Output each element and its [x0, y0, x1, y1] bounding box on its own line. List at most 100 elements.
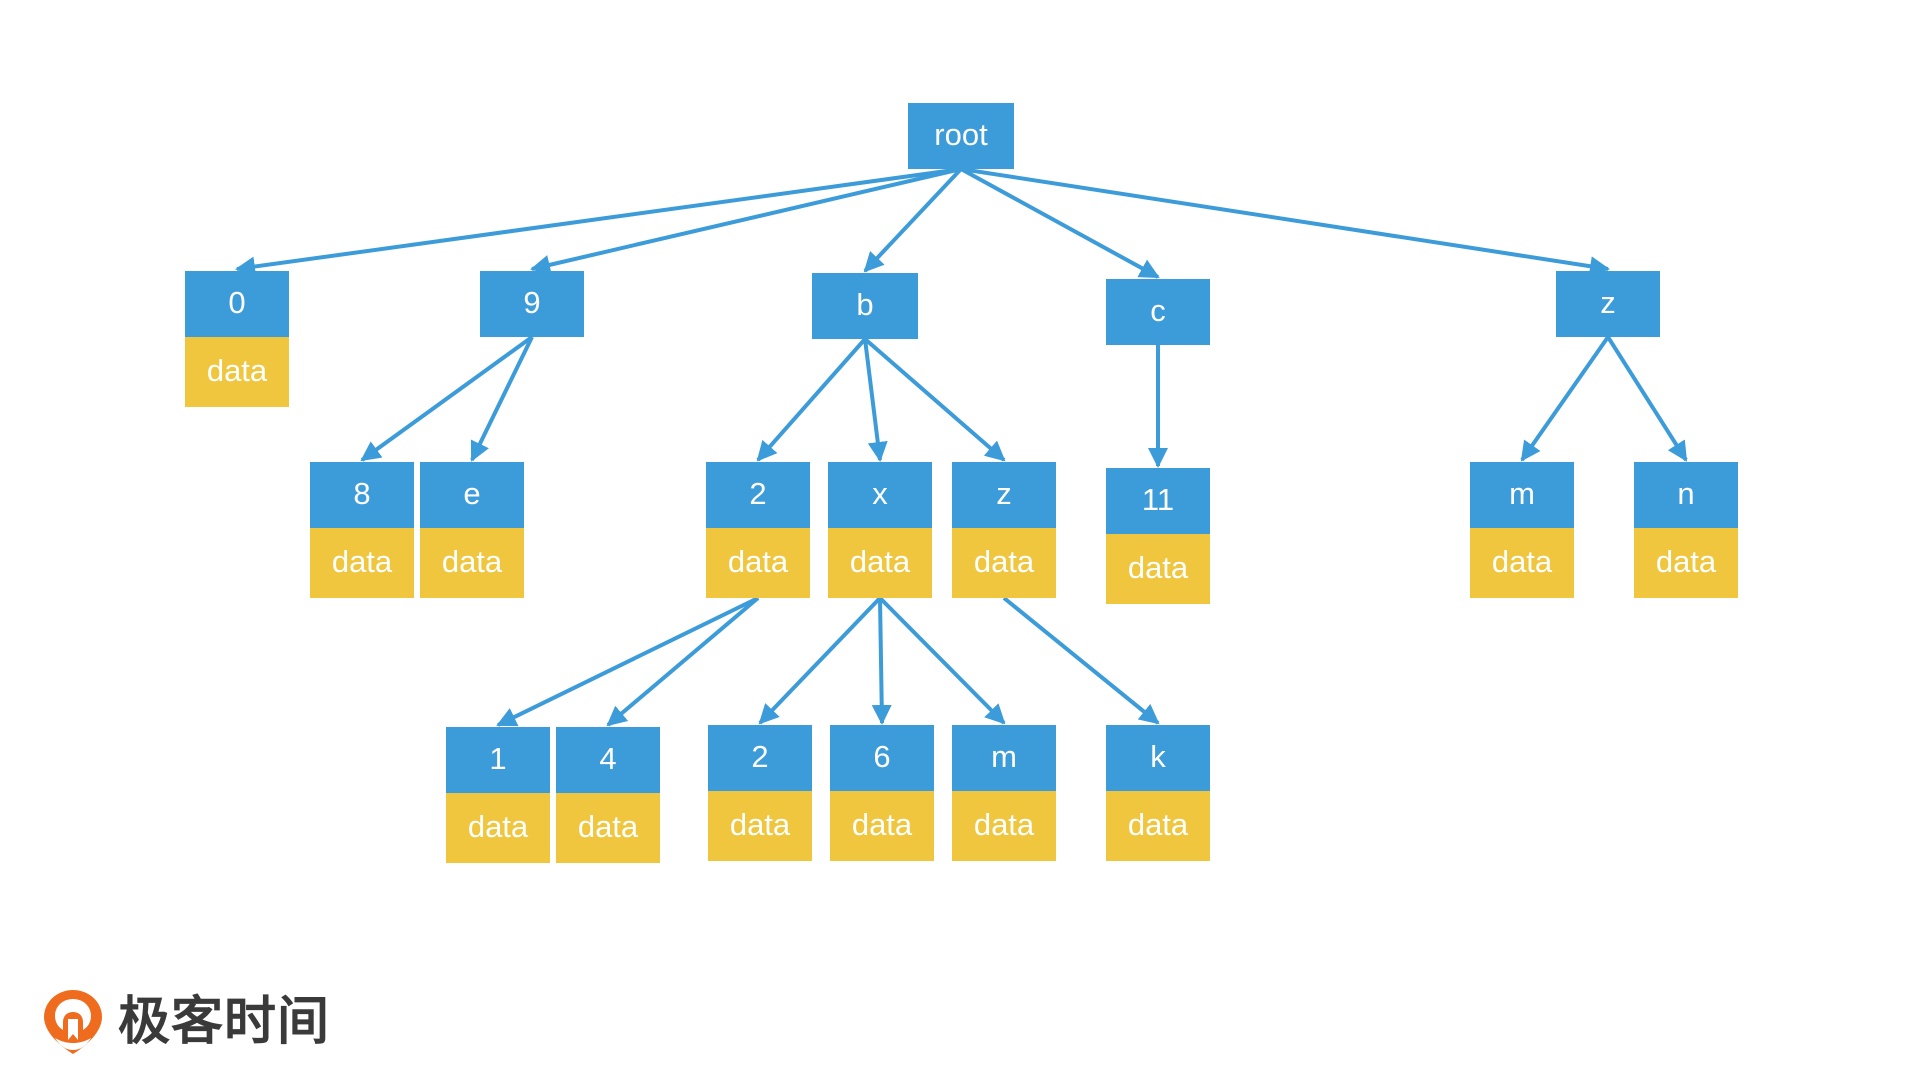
node-key-box	[908, 103, 1014, 169]
node-key-label: 9	[523, 285, 540, 320]
node-key-label: x	[872, 476, 888, 511]
trie-node[interactable]: 1 data	[446, 727, 550, 863]
node-data-box	[1634, 528, 1738, 598]
node-data-box	[952, 791, 1056, 861]
node-data-label: data	[1656, 544, 1717, 579]
trie-node[interactable]: b	[812, 273, 918, 339]
node-data-label: data	[1128, 550, 1189, 585]
node-key-label: 4	[599, 741, 616, 776]
node-key-box	[480, 271, 584, 337]
trie-node[interactable]: c	[1106, 279, 1210, 345]
tree-edge	[360, 335, 534, 462]
node-key-label: 0	[228, 285, 245, 320]
tree-edge	[871, 597, 892, 725]
node-key-box	[1106, 279, 1210, 345]
trie-node[interactable]: 8 data	[310, 462, 414, 598]
node-data-label: data	[1128, 807, 1189, 842]
node-data-label: data	[207, 353, 268, 388]
node-data-label: data	[852, 807, 913, 842]
tree-edge	[863, 167, 963, 273]
tree-edge	[530, 167, 962, 275]
trie-node[interactable]: 4 data	[556, 727, 660, 863]
geektime-pin-icon	[44, 990, 102, 1054]
trie-node[interactable]: root	[908, 103, 1014, 169]
trie-node[interactable]: 2 data	[708, 725, 812, 861]
node-data-box	[706, 528, 810, 598]
node-data-box	[185, 337, 289, 407]
node-data-box	[952, 528, 1056, 598]
node-key-box	[310, 462, 414, 528]
node-key-label: 8	[353, 476, 370, 511]
node-key-label: z	[996, 476, 1012, 511]
tree-edge	[235, 167, 962, 277]
node-key-label: root	[934, 117, 988, 152]
node-key-label: z	[1600, 285, 1616, 320]
node-data-box	[1106, 534, 1210, 604]
node-data-label: data	[442, 544, 503, 579]
node-data-box	[446, 793, 550, 863]
node-key-box	[185, 271, 289, 337]
node-key-box	[1556, 271, 1660, 337]
trie-node[interactable]: 6 data	[830, 725, 934, 861]
tree-edge	[863, 338, 888, 462]
node-key-box	[556, 727, 660, 793]
tree-edge	[1606, 335, 1688, 462]
node-data-box	[1470, 528, 1574, 598]
node-key-label: 2	[749, 476, 766, 511]
node-data-label: data	[1492, 544, 1553, 579]
trie-node[interactable]: k data	[1106, 725, 1210, 861]
tree-edge	[1520, 335, 1610, 462]
node-key-box	[952, 462, 1056, 528]
node-key-label: b	[856, 287, 873, 322]
node-data-label: data	[730, 807, 791, 842]
node-key-box	[1106, 468, 1210, 534]
node-data-label: data	[468, 809, 529, 844]
node-key-label: m	[1509, 476, 1535, 511]
node-key-label: n	[1677, 476, 1694, 511]
node-key-label: 1	[489, 741, 506, 776]
edges-layer	[235, 167, 1688, 727]
node-data-box	[828, 528, 932, 598]
node-key-box	[812, 273, 918, 339]
tree-edge	[863, 337, 1006, 462]
brand-logo: 极客时间	[42, 988, 330, 1056]
brand-name: 极客时间	[118, 992, 331, 1052]
tree-edge	[496, 596, 759, 727]
node-key-box	[830, 725, 934, 791]
tree-edge	[960, 167, 1160, 279]
node-key-label: c	[1150, 293, 1166, 328]
node-data-box	[420, 528, 524, 598]
node-data-label: data	[850, 544, 911, 579]
trie-node[interactable]: x data	[828, 462, 932, 598]
node-key-label: 6	[873, 739, 890, 774]
node-data-label: data	[578, 809, 639, 844]
node-key-box	[828, 462, 932, 528]
trie-node[interactable]: 0 data	[185, 271, 289, 407]
trie-node[interactable]: 9	[480, 271, 584, 337]
node-data-label: data	[332, 544, 393, 579]
node-data-box	[556, 793, 660, 863]
node-key-box	[708, 725, 812, 791]
tree-edge	[960, 167, 1610, 277]
trie-node[interactable]: e data	[420, 462, 524, 598]
trie-node[interactable]: m data	[1470, 462, 1574, 598]
node-key-box	[1106, 725, 1210, 791]
node-key-box	[706, 462, 810, 528]
node-key-label: 2	[751, 739, 768, 774]
node-key-box	[952, 725, 1056, 791]
node-key-label: m	[991, 739, 1017, 774]
node-data-box	[1106, 791, 1210, 861]
node-key-label: e	[463, 476, 480, 511]
trie-node[interactable]: n data	[1634, 462, 1738, 598]
node-key-label: k	[1150, 739, 1166, 774]
tree-edge	[878, 596, 1006, 725]
node-key-box	[1634, 462, 1738, 528]
trie-node[interactable]: z	[1556, 271, 1660, 337]
